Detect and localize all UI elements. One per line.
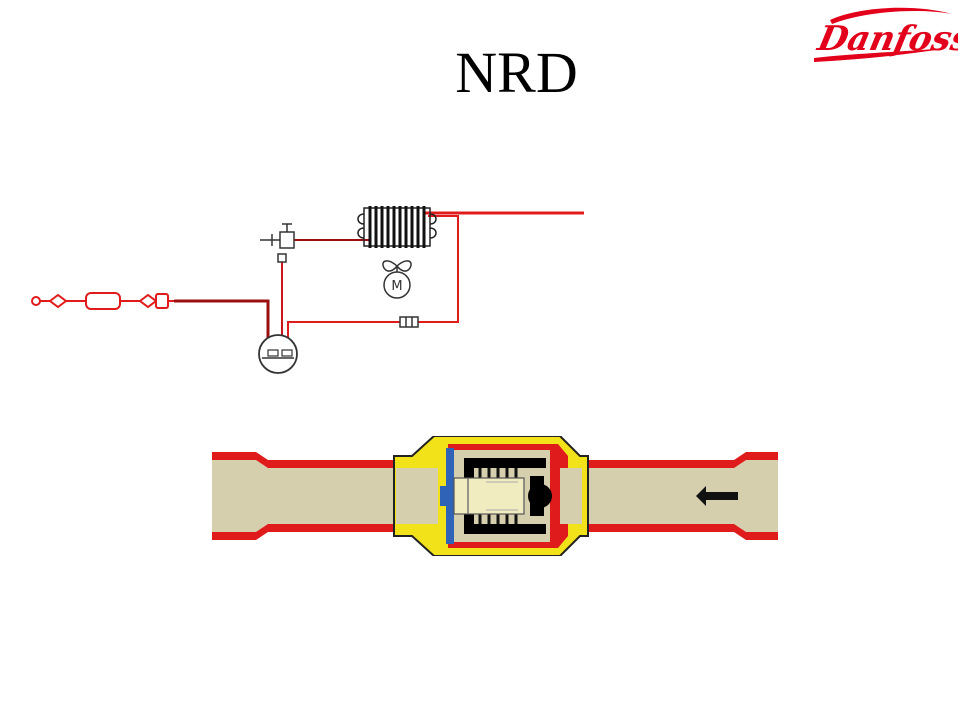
receiver-icon [258,334,298,374]
nrd-valve-cross-section [212,436,778,556]
valve-seat [440,448,454,544]
valve-piston [453,477,525,515]
fan-icon [382,260,412,272]
slide-title: NRD [455,40,578,105]
logo-swoosh-top [830,7,952,24]
fan-motor-label: M [391,279,402,294]
fan-motor-icon: M [383,271,411,299]
nrd-bypass-line [287,321,400,340]
nrd-valve-symbol [399,316,419,328]
liquid-line-components [31,292,174,310]
liquid-line [174,299,270,338]
flow-direction-arrow-icon [696,486,738,506]
pressure-regulator-icon [260,223,295,263]
logo-wordmark: Danfoss [813,19,958,59]
pipe-lines [174,211,584,340]
danfoss-logo: Danfoss [813,7,958,62]
left-pipe [212,452,402,540]
condenser-outlet-line [418,215,459,323]
right-pipe [542,452,778,540]
refrigeration-schematic: M [31,206,584,374]
condenser-icon [357,206,437,248]
logo-swoosh-bottom [814,48,948,62]
